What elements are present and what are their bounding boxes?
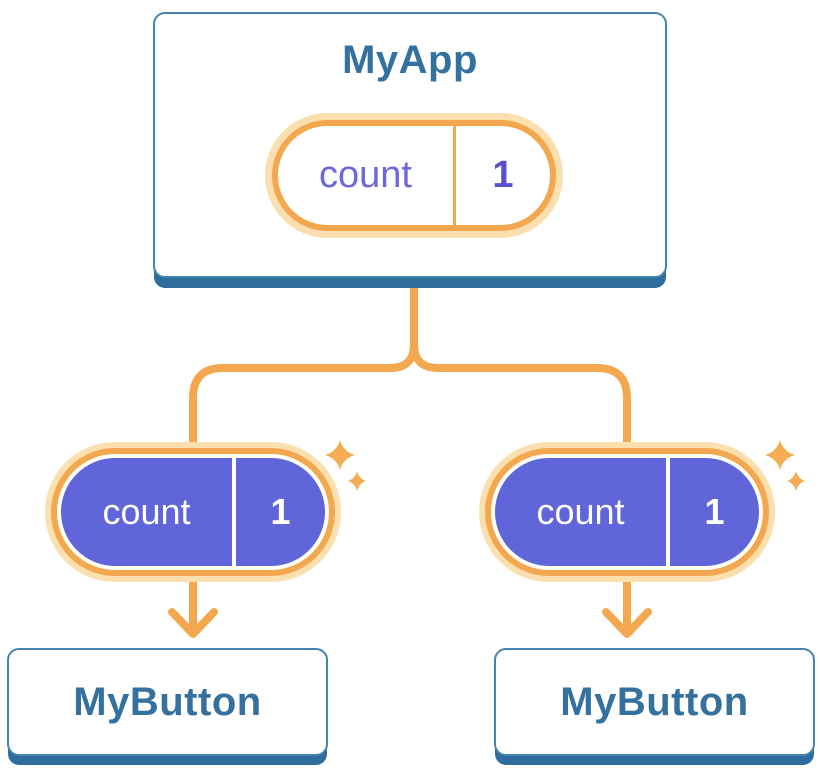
sparkle-icon	[348, 471, 366, 491]
sparkle-icon	[765, 440, 795, 470]
sparkle-icon	[325, 440, 355, 470]
sparkle-icon	[787, 471, 805, 491]
state-key: count	[319, 154, 412, 196]
pill-divider	[453, 126, 456, 225]
arrow-down-icon	[602, 608, 652, 638]
state-pill-right-child: count 1	[479, 442, 775, 582]
state-value: 1	[704, 491, 725, 532]
state-value: 1	[492, 154, 514, 196]
component-title: MyButton	[560, 679, 749, 724]
component-node-left-child: MyButton	[7, 648, 328, 756]
component-title: MyApp	[342, 38, 478, 82]
component-node-right-child: MyButton	[494, 648, 815, 756]
pill-divider	[232, 458, 236, 566]
state-key: count	[102, 491, 191, 532]
component-title: MyButton	[73, 679, 262, 724]
state-pill-left-child: count 1	[45, 442, 341, 582]
state-pill-root: count 1	[265, 113, 563, 238]
connector-right-branch	[410, 285, 631, 637]
state-value: 1	[270, 491, 291, 532]
state-key: count	[536, 491, 625, 532]
arrow-down-icon	[168, 608, 218, 638]
pill-divider	[666, 458, 670, 566]
